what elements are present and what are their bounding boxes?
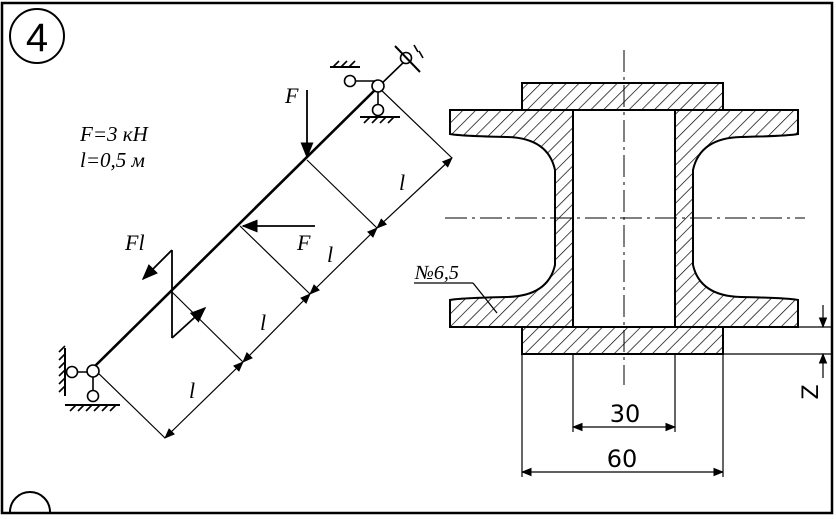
segment-label-3: l [327, 242, 333, 267]
center-lines [445, 50, 805, 385]
pin-support-left [58, 345, 120, 412]
dim-outer-label: 60 [607, 445, 638, 473]
pin-support-right [330, 44, 424, 124]
force-label-top: F [284, 83, 299, 108]
segment-label-1: l [189, 378, 195, 403]
given-data: F=3 кН l=0,5 м [79, 122, 150, 172]
dim-z-label: Z [799, 384, 824, 399]
dim-inner-label: 30 [610, 400, 641, 428]
inclined-beam [92, 86, 453, 439]
force-label-mid: F [296, 230, 311, 255]
problem-number: 4 [26, 16, 48, 60]
moment-symbol [141, 249, 207, 339]
moment-label: Fl [124, 230, 145, 255]
segment-label-4: l [399, 170, 405, 195]
dimensions [520, 305, 832, 477]
problem-number-badge: 4 [9, 8, 65, 64]
given-length: l=0,5 м [80, 148, 145, 172]
cross-section [449, 82, 799, 355]
profile-leader [414, 282, 498, 314]
profile-label: №6,5 [414, 262, 459, 284]
given-force: F=3 кН [79, 122, 150, 146]
segment-label-2: l [260, 310, 266, 335]
